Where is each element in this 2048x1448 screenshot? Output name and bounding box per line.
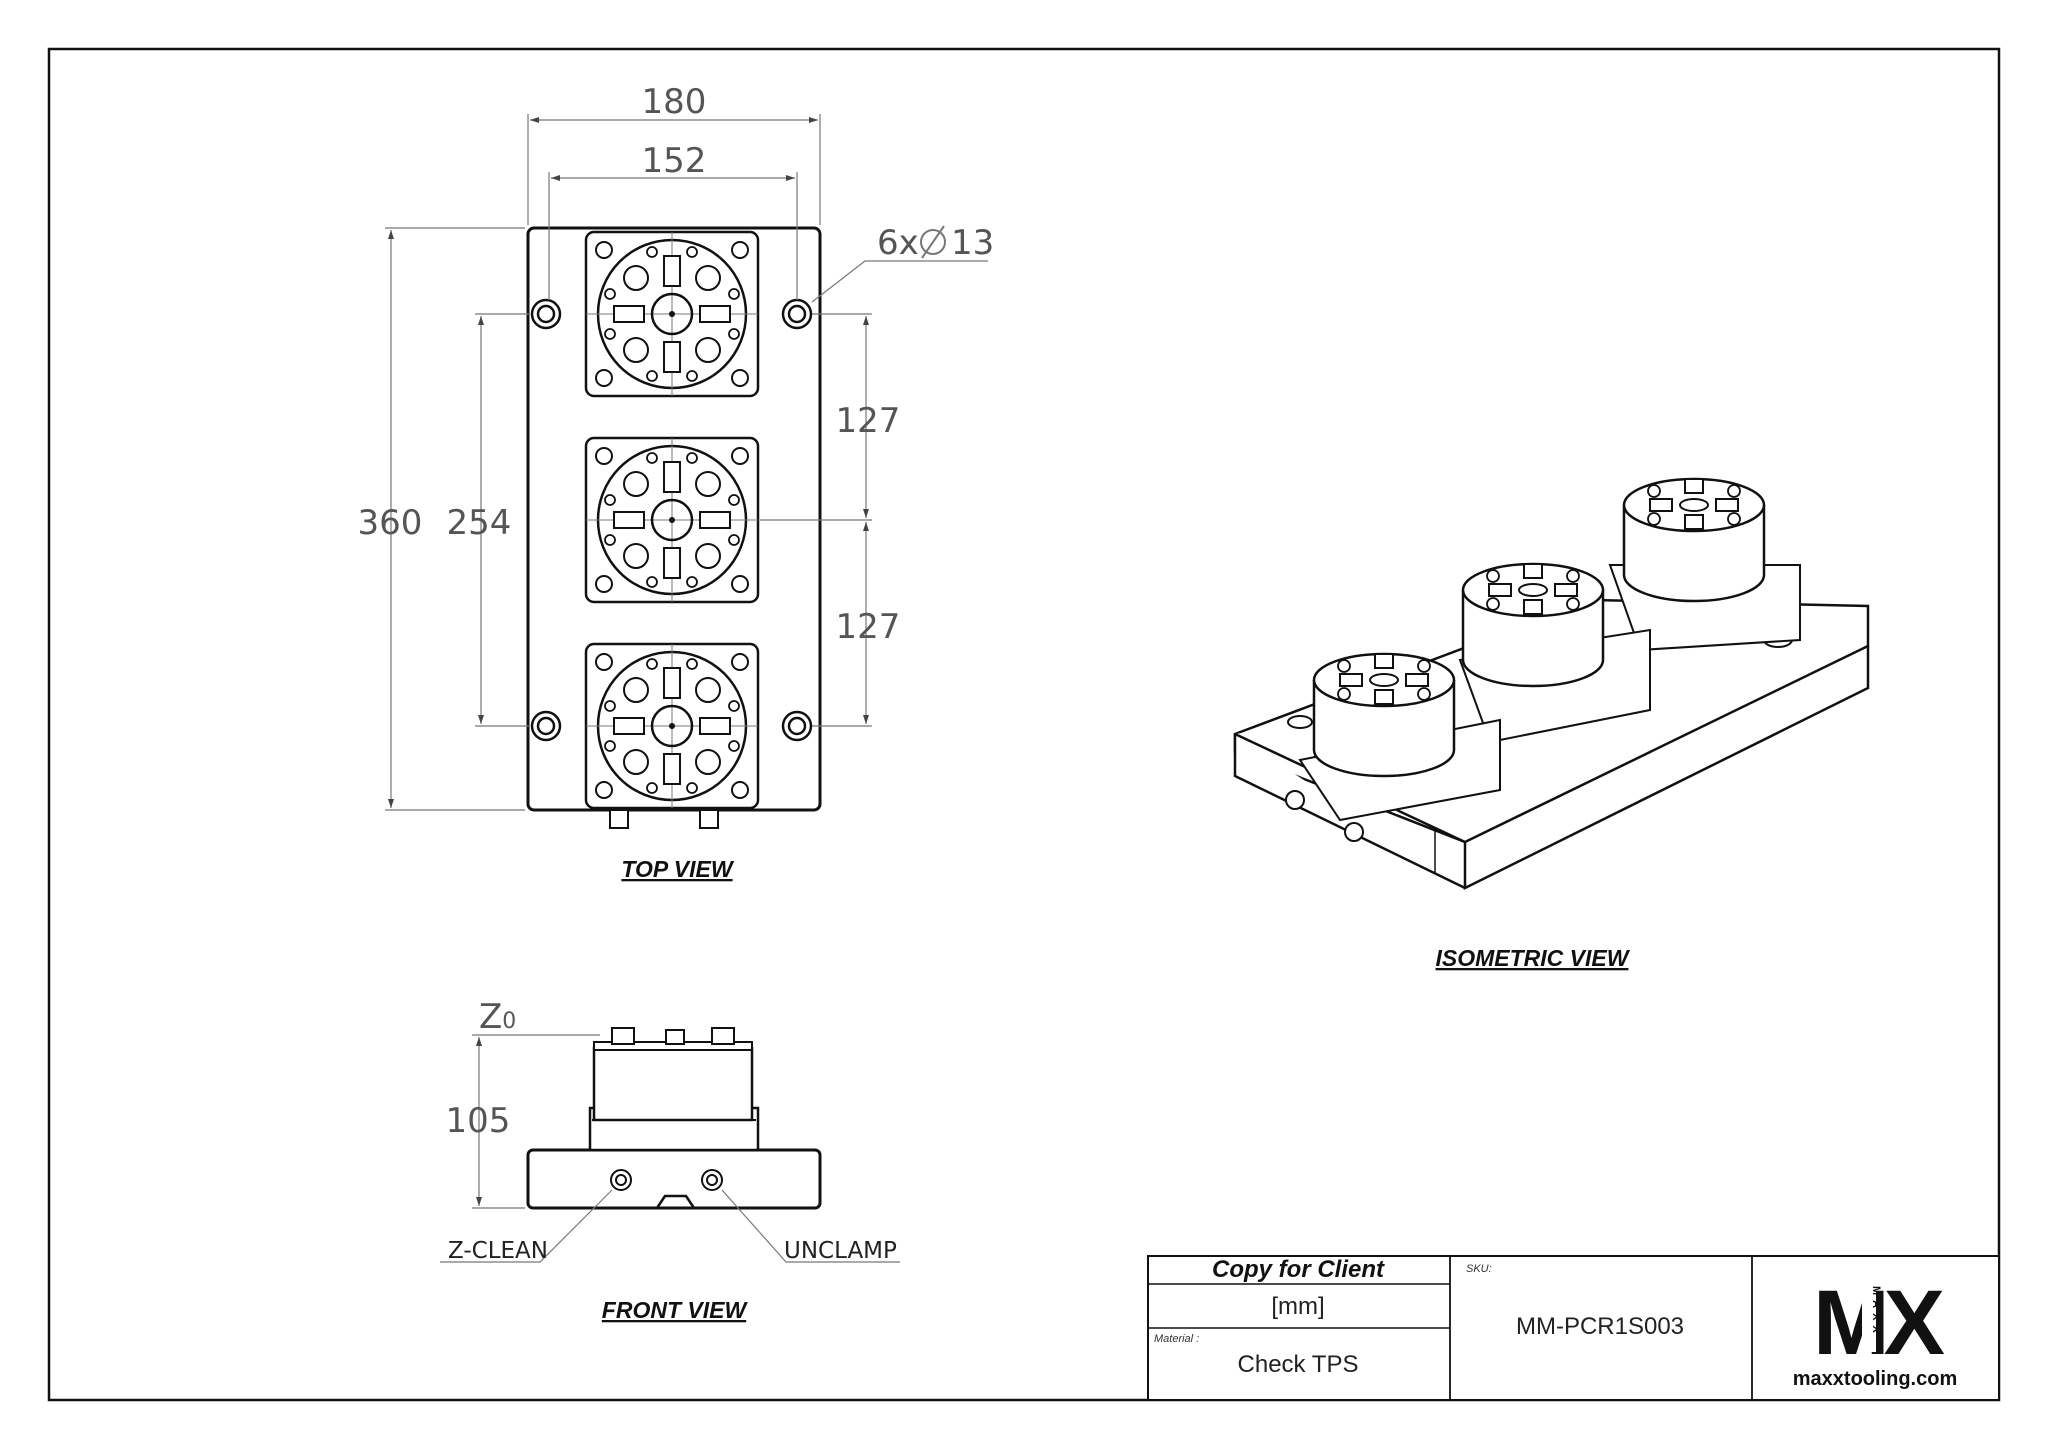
dim-hole-diameter: 13 bbox=[951, 223, 994, 263]
dim-holes-count: 6x bbox=[877, 223, 919, 263]
top-view-chuck-3 bbox=[584, 642, 760, 810]
callout-unclamp: UNCLAMP bbox=[784, 1238, 897, 1264]
dim-pitch-upper: 127 bbox=[836, 401, 901, 441]
top-view-chuck-1 bbox=[584, 230, 760, 398]
dim-front-height: 105 bbox=[446, 1101, 511, 1141]
isometric-view-title: ISOMETRIC VIEW bbox=[1436, 945, 1631, 971]
front-view: Z0 105 Z-CLEAN UNCLAMP FRONT VIEW bbox=[440, 997, 900, 1323]
front-view-datum: Z0 bbox=[479, 997, 516, 1037]
isometric-view: ISOMETRIC VIEW bbox=[1233, 477, 1870, 971]
maxx-logo-side-text: MAXX bbox=[1870, 1286, 1882, 1338]
maxx-logo: MX MAXX maxxtooling.com bbox=[1793, 1272, 1957, 1390]
diameter-icon bbox=[920, 225, 946, 259]
iso-fitting-left bbox=[1285, 790, 1305, 810]
top-view-title: TOP VIEW bbox=[621, 856, 734, 882]
top-view-fitting-left bbox=[609, 809, 629, 829]
title-block-copy-label: Copy for Client bbox=[1212, 1256, 1385, 1283]
title-block-sku-caption: SKU: bbox=[1466, 1263, 1492, 1275]
mounting-holes bbox=[530, 298, 813, 742]
dim-pitch-lower: 127 bbox=[836, 607, 901, 647]
iso-chuck-middle bbox=[1461, 562, 1605, 688]
top-view: 180 152 6x 13 360 254 127 127 TOP VIEW bbox=[358, 82, 995, 882]
front-view-title: FRONT VIEW bbox=[602, 1297, 749, 1323]
front-view-base bbox=[526, 1148, 822, 1210]
top-view-chuck-2 bbox=[584, 436, 760, 604]
dim-height-overall: 360 bbox=[358, 503, 423, 543]
dim-width-holes: 152 bbox=[642, 141, 707, 181]
top-view-fitting-right bbox=[699, 809, 719, 829]
callout-z-clean: Z-CLEAN bbox=[448, 1238, 548, 1264]
title-block-sku-value: MM-PCR1S003 bbox=[1516, 1313, 1684, 1340]
title-block-material-value: Check TPS bbox=[1238, 1351, 1359, 1378]
maxx-logo-mark: MX bbox=[1813, 1272, 1945, 1374]
title-block-material-caption: Material : bbox=[1154, 1333, 1199, 1345]
dim-width-overall: 180 bbox=[642, 82, 707, 122]
iso-chuck-front bbox=[1312, 652, 1456, 778]
sheet-border bbox=[47, 47, 2001, 1402]
front-view-ports bbox=[610, 1169, 723, 1191]
title-block: Copy for Client [mm] Material : Check TP… bbox=[1147, 1255, 2000, 1401]
maxx-logo-url: maxxtooling.com bbox=[1793, 1368, 1957, 1390]
iso-chuck-back bbox=[1622, 477, 1766, 603]
iso-fitting-right bbox=[1344, 822, 1364, 842]
title-block-units: [mm] bbox=[1271, 1293, 1324, 1320]
front-view-chuck-body bbox=[592, 1046, 754, 1122]
dim-height-holes: 254 bbox=[447, 503, 512, 543]
